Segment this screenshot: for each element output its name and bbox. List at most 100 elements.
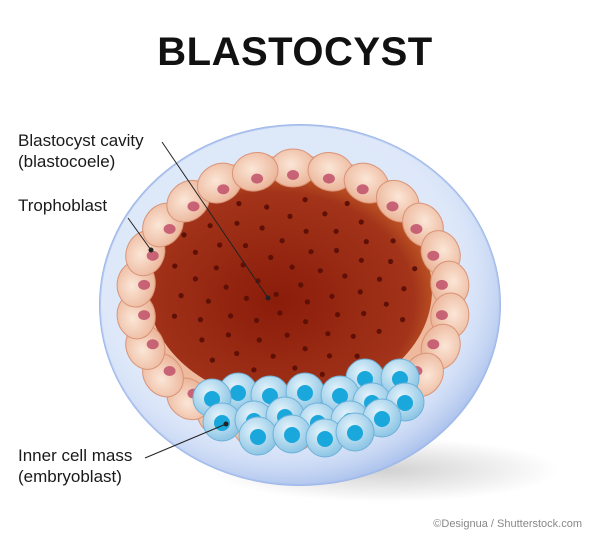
trophoblast-nucleus [146, 250, 159, 261]
cavity-dot [217, 242, 223, 248]
cavity-dot [199, 337, 205, 343]
cavity-dot [325, 331, 331, 337]
trophoblast-cell [231, 152, 279, 192]
cavity-dot [287, 213, 293, 219]
blastocyst-cavity [148, 178, 432, 402]
cavity-dot [400, 317, 406, 323]
cavity-dot [304, 299, 310, 305]
cavity-dot [342, 273, 348, 279]
cavity-dot [344, 200, 350, 207]
cavity-dot [358, 219, 364, 225]
cavity-dot [234, 350, 240, 357]
cavity-dot [172, 263, 178, 269]
trophoblast-nucleus [138, 279, 151, 290]
cavity-dot [243, 295, 249, 301]
trophoblast-nucleus [435, 279, 448, 290]
cavity-dot [192, 276, 198, 282]
cavity-dot [303, 228, 309, 234]
trophoblast-nucleus [435, 310, 448, 321]
cavity-dot [388, 258, 394, 265]
inner-cell-nucleus [284, 427, 300, 443]
leader-lines [127, 141, 271, 459]
cavity-dot [412, 266, 418, 272]
cavity-dot [361, 310, 367, 317]
trophoblast-nucleus [386, 201, 399, 212]
cavity-dot [308, 249, 314, 255]
cavity-dot [401, 286, 407, 292]
cavity-dot [171, 313, 178, 319]
inner-cell-nucleus [317, 431, 333, 447]
cavity-dot [225, 332, 231, 338]
cavity-dots [171, 197, 418, 377]
cavity-label-line2: (blastocoele) [18, 152, 116, 171]
cavity-dot [319, 371, 325, 377]
trophoblast-nucleus [287, 170, 299, 180]
inner-mass-label-line1: Inner cell mass [18, 446, 133, 465]
cavity-dot [251, 367, 257, 373]
cavity-dot [197, 317, 204, 323]
cavity-dot [205, 298, 211, 304]
cavity-dot [223, 284, 229, 290]
image-credit: ©Designua / Shutterstock.com [433, 518, 582, 530]
page-title: BLASTOCYST [157, 30, 433, 74]
cavity-dot [292, 365, 298, 371]
inner-cell [305, 418, 345, 458]
cavity-dot [284, 332, 290, 338]
trophoblast-nucleus [356, 184, 369, 195]
cavity-leader-line [161, 141, 269, 299]
cavity-dot [270, 353, 276, 359]
cavity-dot [326, 353, 333, 359]
cavity-dot [264, 204, 270, 210]
cavity-dot [256, 337, 262, 343]
cavity-dot [354, 353, 360, 359]
cavity-dot [178, 293, 184, 299]
cavity-dot [273, 291, 279, 297]
trophoblast-nucleus [217, 184, 230, 195]
cavity-dot [213, 265, 219, 271]
cavity-dot [279, 238, 285, 244]
trophoblast-nucleus [138, 310, 151, 321]
inner-cell [335, 412, 375, 452]
cavity-dot [209, 357, 215, 363]
inner-cell [272, 414, 312, 454]
inner-cell-nucleus [230, 385, 246, 401]
trophoblast-nucleus [251, 173, 264, 184]
cavity-dot [376, 276, 383, 282]
inner-cell-nucleus [347, 425, 363, 441]
cavity-dot [207, 223, 213, 229]
inner-cell-nucleus [332, 388, 348, 404]
cavity-dot [302, 197, 308, 203]
cavity-dot [242, 243, 249, 249]
cavity-leader-dot [265, 295, 271, 301]
cavity-dot [335, 312, 341, 318]
inner-cell-nucleus [374, 411, 390, 427]
inner-mass-leader-dot [223, 421, 229, 427]
cavity-dot [358, 257, 364, 263]
trophoblast-nucleus [427, 250, 440, 261]
cavity-dot [357, 289, 363, 295]
inner-cell-nucleus [204, 391, 220, 407]
inner-cell-nucleus [397, 395, 413, 411]
cavity-dot [268, 254, 274, 260]
cavity-label: Blastocyst cavity (blastocoele) [18, 130, 144, 172]
cavity-dot [228, 313, 234, 319]
trophoblast-leader-dot [148, 247, 154, 253]
trophoblast-nucleus [427, 339, 440, 350]
cavity-dot [192, 249, 198, 255]
trophoblast-nucleus [322, 173, 335, 184]
cavity-dot [333, 228, 339, 234]
trophoblast-label: Trophoblast [18, 195, 107, 216]
cavity-dot [234, 220, 240, 226]
cavity-dot [236, 201, 242, 207]
inner-cell [202, 402, 242, 442]
cavity-dot [181, 232, 187, 238]
cavity-dot [390, 238, 396, 244]
cavity-dot [277, 310, 283, 316]
trophoblast-label-line1: Trophoblast [18, 196, 108, 215]
cavity-dot [289, 264, 295, 270]
trophoblast-cell [307, 152, 355, 192]
inner-mass-label-line2: (embryoblast) [18, 467, 122, 486]
trophoblast-nucleus [410, 224, 423, 234]
inner-cell-mass-cells [192, 358, 425, 458]
